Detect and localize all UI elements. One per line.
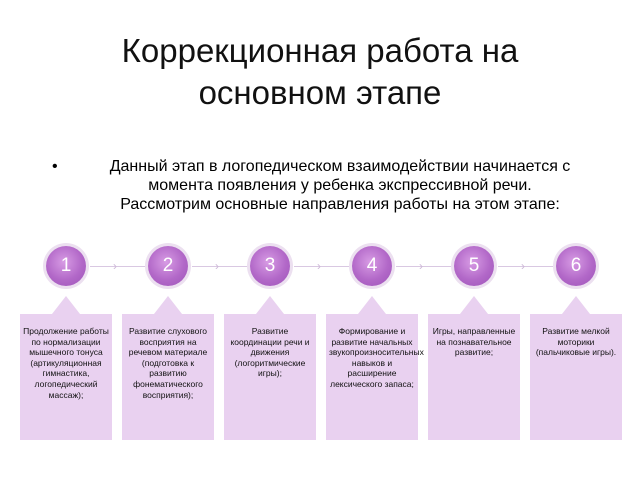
step-number-circle: 6 [556,246,596,286]
card-pointer [154,296,182,314]
step-number-circle: 1 [46,246,86,286]
step-card: Продолжение работы по нормализации мышеч… [20,314,112,440]
connector-line [294,266,350,267]
card-pointer [460,296,488,314]
chevron-right-icon: › [317,259,321,273]
bullet-line-2: момента появления у ребенка экспрессивно… [148,177,532,194]
step-card: Развитие координации речи и движения (ло… [224,314,316,440]
connector-line [498,266,554,267]
bullet-icon: • [52,158,58,175]
step-number-circle: 3 [250,246,290,286]
card-pointer [256,296,284,314]
card-pointer [52,296,80,314]
chevron-right-icon: › [521,259,525,273]
step-number-circle: 2 [148,246,188,286]
card-pointer [358,296,386,314]
chevron-right-icon: › [419,259,423,273]
title-line-2: основном этапе [198,74,442,111]
step-number-circle: 5 [454,246,494,286]
bullet-line-3: Рассмотрим основные направления работы н… [120,196,560,213]
step-number-circle: 4 [352,246,392,286]
step-card: Формирование и развитие начальных звукоп… [326,314,424,440]
bullet-line-1: Данный этап в логопедическом взаимодейст… [109,158,571,175]
chevron-right-icon: › [215,259,219,273]
step-card: Развитие мелкой моторики (пальчиковые иг… [530,314,622,440]
process-steps: › › › › › 1 Продолжение работы по нормал… [0,244,640,454]
connector-line [90,266,146,267]
connector-line [396,266,452,267]
step-card: Развитие слухового восприятия на речевом… [122,314,214,440]
title-line-1: Коррекционная работа на [121,32,519,69]
step-card: Игры, направленные на познавательное раз… [428,314,520,440]
chevron-right-icon: › [113,259,117,273]
bullet-text: Данный этап в логопедическом взаимодейст… [68,157,612,214]
slide-title: Коррекционная работа на основном этапе [40,30,600,114]
connector-line [192,266,248,267]
card-pointer [562,296,590,314]
bullet-paragraph: • Данный этап в логопедическом взаимодей… [52,157,612,214]
